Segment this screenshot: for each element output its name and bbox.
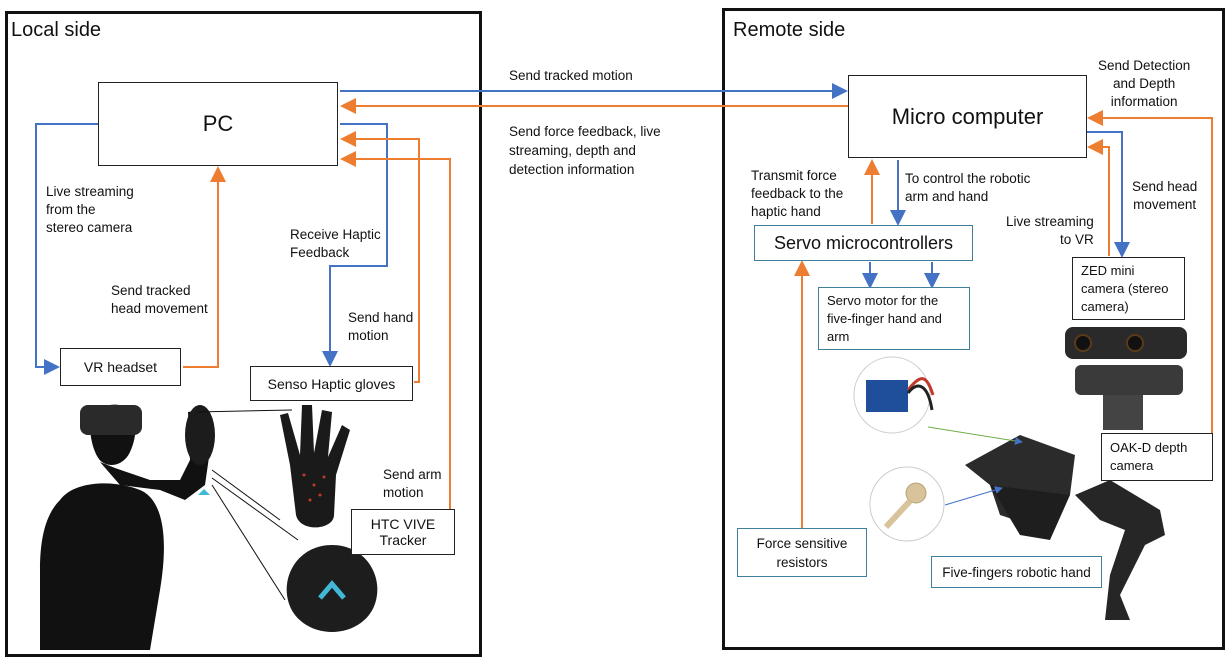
local-side-title: Local side [11, 19, 102, 41]
micro-computer-box: Micro computer [848, 75, 1087, 158]
zed-camera-box: ZED mini camera (stereo camera) [1072, 257, 1185, 320]
servo-motor-label: Servo motor for the five-finger hand and… [827, 292, 942, 344]
label-send-head-remote: Send head movement [1132, 179, 1198, 212]
label-receive-haptic: Receive Haptic Feedback [290, 227, 381, 260]
zed-camera-label: ZED mini camera (stereo camera) [1081, 262, 1169, 314]
remote-side-title: Remote side [733, 19, 846, 41]
vr-headset-label: VR headset [83, 359, 158, 375]
servo-motor-box: Servo motor for the five-finger hand and… [818, 287, 970, 350]
glove-image [280, 405, 350, 528]
haptic-gloves-box: Senso Haptic gloves [250, 366, 413, 401]
micro-computer-label: Micro computer [891, 103, 1044, 129]
robotic-hand-image [965, 435, 1165, 620]
haptic-gloves-label: Senso Haptic gloves [267, 375, 396, 392]
robotic-hand-label: Five-fingers robotic hand [942, 564, 1091, 580]
person-vr-silhouette [40, 404, 215, 650]
stereo-camera-image [1065, 327, 1187, 430]
label-send-hand-motion: Send hand motion [348, 310, 414, 343]
vive-tracker-label: HTC VIVE Tracker [370, 516, 436, 548]
label-control-robot: To control the robotic arm and hand [905, 171, 1031, 204]
vive-tracker-image [286, 545, 378, 632]
remote-side-panel [722, 8, 1225, 650]
robotic-hand-box: Five-fingers robotic hand [931, 556, 1102, 588]
label-send-arm-motion: Send arm motion [383, 467, 442, 500]
label-send-detection: Send Detection and Depth information [1098, 58, 1191, 109]
vive-tracker-box: HTC VIVE Tracker [351, 509, 455, 555]
force-resistors-box: Force sensitive resistors [737, 528, 867, 577]
vr-headset-box: VR headset [60, 348, 181, 386]
servo-microcontrollers-box: Servo microcontrollers [754, 225, 973, 261]
oak-camera-label: OAK-D depth camera [1110, 440, 1188, 473]
pc-box: PC [98, 82, 338, 166]
label-send-tracked-head: Send tracked head movement [111, 283, 208, 316]
servo-motor-image [853, 356, 935, 434]
local-side-panel [5, 11, 482, 657]
label-send-force-feedback: Send force feedback, live streaming, dep… [509, 124, 661, 177]
force-resistors-label: Force sensitive resistors [756, 535, 848, 570]
label-live-streaming-vr: Live streaming to VR [1006, 214, 1094, 247]
label-send-tracked-motion: Send tracked motion [509, 68, 633, 83]
servo-microcontrollers-label: Servo microcontrollers [773, 232, 954, 253]
label-live-stream-stereo: Live streaming from the stereo camera [46, 184, 134, 235]
label-transmit-force: Transmit force feedback to the haptic ha… [751, 168, 844, 219]
force-sensor-image [869, 466, 945, 542]
pc-label: PC [202, 111, 234, 136]
oak-camera-box: OAK-D depth camera [1101, 433, 1213, 481]
